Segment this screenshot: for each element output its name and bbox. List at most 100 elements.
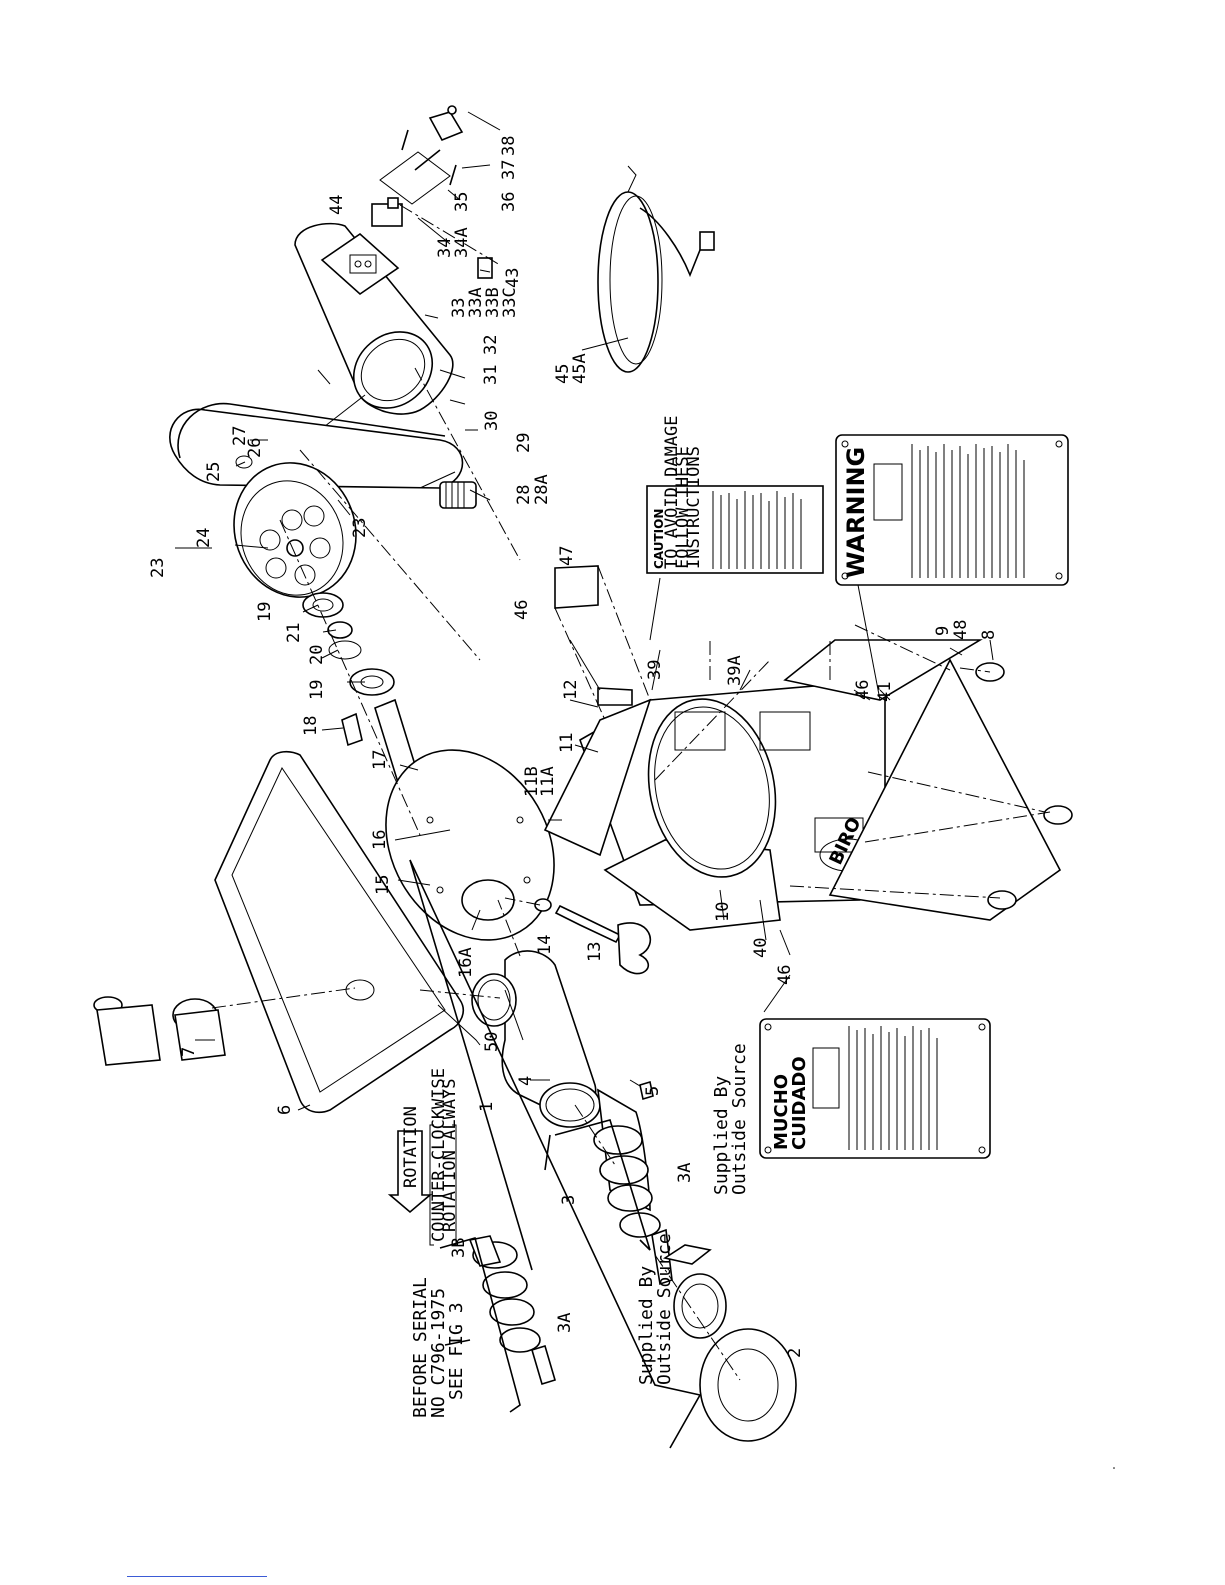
switch-assembly-parts-34-38 bbox=[371, 105, 493, 279]
label-5: 5 bbox=[643, 1086, 663, 1096]
supplied-b-line-2: Outside Source bbox=[729, 1043, 750, 1195]
label-30: 30 bbox=[482, 411, 502, 431]
feed-pan-part-6 bbox=[214, 750, 465, 1114]
label-36: 36 bbox=[499, 192, 519, 212]
label-32: 32 bbox=[481, 335, 501, 355]
label-19-bottom: 19 bbox=[307, 680, 327, 700]
label-44: 44 bbox=[327, 195, 347, 215]
box-parts-11-12-46-47 bbox=[543, 565, 652, 857]
label-46-right: 46 bbox=[853, 680, 873, 700]
label-26: 26 bbox=[245, 438, 265, 458]
label-3: 3 bbox=[559, 1195, 579, 1205]
rotation-arrow-icon bbox=[387, 1130, 433, 1214]
page-link-underline bbox=[127, 1576, 267, 1577]
label-25: 25 bbox=[204, 462, 224, 482]
label-23-top: 23 bbox=[148, 558, 168, 578]
before-serial-line-3: SEE FIG 3 bbox=[446, 1302, 467, 1400]
label-39: 39 bbox=[645, 660, 665, 680]
bearings-parts-19-21 bbox=[302, 592, 395, 696]
label-34: 34 bbox=[435, 238, 455, 258]
belt-guard bbox=[169, 408, 464, 489]
before-serial-line-2: NO C796-1975 bbox=[428, 1288, 449, 1418]
before-serial-line-1: BEFORE SERIAL bbox=[410, 1277, 431, 1418]
label-47: 47 bbox=[557, 546, 577, 566]
mucho-title-1: MUCHO bbox=[771, 1074, 792, 1150]
grinder-head-part-4 bbox=[471, 950, 654, 1128]
auger-part-3B bbox=[468, 1235, 556, 1386]
label-41: 41 bbox=[875, 682, 895, 702]
rotation-line-1: COUNTER-CLOCKWISE bbox=[429, 1068, 449, 1242]
caution-label: CAUTION TO AVOID DAMAGE FOLLOW THESE INS… bbox=[646, 415, 824, 574]
base-frame-part-10: BIRO bbox=[579, 639, 983, 931]
label-11B: 11B bbox=[522, 766, 542, 797]
label-12: 12 bbox=[561, 680, 581, 700]
rotation-line-2: ROTATION ALWAYS bbox=[440, 1078, 460, 1232]
part-number-labels: 1 2 3 3A 3A 3B 4 5 6 7 8 9 10 11 11A 11B… bbox=[148, 136, 999, 1358]
label-29: 29 bbox=[514, 433, 534, 453]
label-11: 11 bbox=[557, 733, 577, 753]
corner-dot bbox=[1113, 1467, 1115, 1469]
label-6: 6 bbox=[275, 1105, 295, 1115]
warning-label: WARNING bbox=[835, 434, 1069, 586]
label-46-bottom: 46 bbox=[775, 965, 795, 985]
label-28A: 28A bbox=[532, 474, 552, 505]
housing-cover-part-16 bbox=[385, 749, 555, 941]
label-17: 17 bbox=[370, 750, 390, 770]
label-9: 9 bbox=[933, 626, 953, 636]
power-cord-part-45 bbox=[597, 165, 715, 373]
warning-title: WARNING bbox=[842, 447, 870, 578]
label-14: 14 bbox=[535, 935, 555, 955]
label-19-top: 19 bbox=[255, 602, 275, 622]
label-1: 1 bbox=[477, 1102, 497, 1112]
label-7: 7 bbox=[179, 1047, 199, 1057]
label-27: 27 bbox=[230, 426, 250, 446]
label-18: 18 bbox=[301, 716, 321, 736]
label-15: 15 bbox=[373, 875, 393, 895]
label-24: 24 bbox=[194, 528, 214, 548]
supplied-a-line-2: Outside Source bbox=[654, 1233, 675, 1385]
label-2: 2 bbox=[785, 1348, 805, 1358]
label-3A-bottom: 3A bbox=[555, 1313, 575, 1333]
supplied-by-note-a: Supplied By Outside Source bbox=[636, 1233, 675, 1385]
label-43: 43 bbox=[503, 268, 523, 288]
leader-lines bbox=[175, 111, 994, 1449]
label-38: 38 bbox=[499, 136, 519, 156]
label-21: 21 bbox=[284, 623, 304, 643]
label-40: 40 bbox=[751, 938, 771, 958]
label-3B: 3B bbox=[449, 1238, 469, 1258]
label-33B: 33B bbox=[483, 287, 503, 318]
stomper-part-7 bbox=[93, 996, 226, 1066]
label-35: 35 bbox=[452, 192, 472, 212]
mucho-cuidado-label: MUCHO CUIDADO bbox=[759, 1018, 991, 1159]
belt-part-30 bbox=[177, 402, 446, 459]
label-33A: 33A bbox=[466, 287, 486, 318]
label-16A: 16A bbox=[456, 947, 476, 978]
motor-pulley-part-28 bbox=[439, 481, 477, 509]
caution-sub-2: FOLLOW THESE bbox=[673, 446, 693, 569]
label-50: 50 bbox=[482, 1032, 502, 1052]
caution-sub-3: INSTRUCTIONS bbox=[684, 446, 704, 569]
caution-sub-1: TO AVOID DAMAGE bbox=[662, 415, 682, 569]
base-plate bbox=[828, 658, 1073, 921]
label-37: 37 bbox=[499, 160, 519, 180]
label-31: 31 bbox=[481, 365, 501, 385]
label-45: 45 bbox=[553, 364, 573, 384]
auger-part-3 bbox=[593, 1088, 673, 1286]
label-8: 8 bbox=[979, 630, 999, 640]
label-48: 48 bbox=[951, 620, 971, 640]
label-10: 10 bbox=[713, 902, 733, 922]
rotation-note: ROTATION COUNTER-CLOCKWISE ROTATION ALWA… bbox=[387, 1068, 460, 1246]
label-16: 16 bbox=[370, 830, 390, 850]
label-39A: 39A bbox=[725, 655, 745, 686]
mucho-title-2: CUIDADO bbox=[789, 1056, 810, 1150]
label-3A-top: 3A bbox=[675, 1163, 695, 1183]
label-23-bottom: 23 bbox=[350, 518, 370, 538]
knife-plate-ring-part-2 bbox=[662, 1244, 797, 1442]
supplied-b-line-1: Supplied By bbox=[711, 1076, 732, 1195]
label-13: 13 bbox=[585, 942, 605, 962]
caution-title: CAUTION bbox=[652, 509, 666, 569]
supplied-by-note-b: Supplied By Outside Source bbox=[711, 1043, 750, 1195]
label-34A: 34A bbox=[452, 227, 472, 258]
supplied-a-line-1: Supplied By bbox=[636, 1266, 657, 1385]
